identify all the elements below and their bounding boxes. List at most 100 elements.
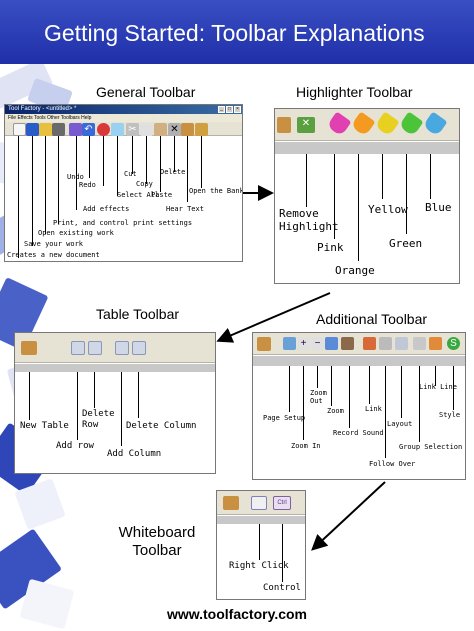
print-label: Print, and control print settings [53, 219, 193, 227]
delete-row-icon[interactable] [88, 341, 102, 355]
additional-toolbar-panel: + − S Page Setup Zoom In Zoom Out Zoom R… [252, 332, 466, 480]
bank-icon[interactable] [257, 337, 271, 351]
undo-label: Undo [67, 173, 84, 181]
highlighter-toolbar-strip: ✕ [275, 109, 459, 141]
new-document-icon[interactable] [13, 123, 26, 136]
blue-highlighter-icon[interactable] [422, 111, 448, 137]
record-sound-label: Record Sound [333, 429, 384, 437]
delete-column-label: Delete Column [126, 421, 197, 431]
zoom-out-label: Zoom Out [310, 389, 327, 405]
new-table-label: New Table [20, 421, 69, 431]
effects-icon[interactable] [69, 123, 82, 136]
orange-highlighter-icon[interactable] [350, 111, 376, 137]
toolbar-separator [275, 142, 459, 154]
delete-label: Delete [160, 168, 186, 176]
delete-row-label: Delete Row [82, 409, 115, 430]
maximize-icon[interactable]: □ [226, 106, 233, 113]
general-toolbar-title: General Toolbar [96, 84, 196, 100]
bank-icon[interactable] [195, 123, 208, 136]
style-icon[interactable]: S [447, 337, 460, 350]
bank-icon[interactable] [277, 117, 291, 133]
link-line-label: Link Line [419, 383, 457, 391]
add-column-icon[interactable] [115, 341, 129, 355]
app-window-title: Tool Factory - <untitled> * [5, 105, 242, 114]
green-highlighter-icon[interactable] [398, 111, 424, 137]
remove-highlight-icon[interactable]: ✕ [297, 117, 315, 133]
toolbar-separator [253, 356, 465, 366]
new-table-icon[interactable] [21, 341, 37, 355]
hear-text-icon[interactable] [181, 123, 194, 136]
open-label: Open existing work [38, 229, 114, 237]
footer-url[interactable]: www.toolfactory.com [166, 606, 307, 622]
copy-label: Copy [136, 180, 153, 188]
follow-over-icon[interactable] [379, 337, 392, 350]
general-toolbar-strip: ↶ ✂ ✕ [5, 122, 242, 136]
add-row-icon[interactable] [71, 341, 85, 355]
layout-label: Layout [387, 420, 413, 428]
control-label: Control [263, 583, 301, 593]
pink-label: Pink [317, 241, 344, 254]
follow-over-label: Follow Over [369, 460, 416, 468]
page-setup-icon[interactable] [283, 337, 296, 350]
group-selection-icon[interactable] [413, 337, 426, 350]
open-folder-icon[interactable] [39, 123, 52, 136]
save-icon[interactable] [26, 123, 39, 136]
zoom-label: Zoom [327, 407, 344, 415]
whiteboard-toolbar-panel: Ctrl Right Click Control [216, 490, 306, 600]
layout-icon[interactable] [395, 337, 408, 350]
link-label: Link [365, 405, 382, 413]
control-key-icon[interactable]: Ctrl [273, 496, 291, 510]
additional-toolbar-strip: + − S [253, 333, 465, 355]
group-selection-label: Group Selection [399, 443, 463, 451]
bank-icon[interactable] [223, 496, 239, 510]
link-line-icon[interactable] [429, 337, 442, 350]
ctrl-key-text: Ctrl [277, 500, 287, 506]
redo-icon[interactable] [97, 123, 110, 136]
orange-label: Orange [335, 264, 375, 277]
yellow-highlighter-icon[interactable] [374, 111, 400, 137]
style-label: Style [439, 411, 461, 419]
table-toolbar-panel: New Table Add row Delete Row Add Column … [14, 332, 216, 474]
hear-text-label: Hear Text [166, 205, 204, 213]
blue-label: Blue [425, 201, 452, 214]
table-toolbar-strip [15, 333, 215, 363]
zoom-out-icon[interactable]: − [311, 337, 324, 350]
print-icon[interactable] [52, 123, 65, 136]
page-setup-label: Page Setup [263, 414, 306, 422]
pink-highlighter-icon[interactable] [326, 111, 352, 137]
paste-label: Paste [151, 191, 173, 199]
general-toolbar-panel: Tool Factory - <untitled> * _ □ × File E… [4, 104, 243, 262]
add-row-label: Add row [56, 441, 94, 451]
app-menu-bar[interactable]: File Effects Tools Other Toolbars Help [5, 114, 242, 122]
right-click-mouse-icon[interactable] [251, 496, 267, 510]
zoom-in-icon[interactable]: + [297, 337, 310, 350]
whiteboard-toolbar-strip: Ctrl [217, 491, 305, 515]
open-bank-label: Open the Bank [189, 187, 243, 195]
select-all-label: Select All [117, 191, 160, 199]
delete-column-icon[interactable] [132, 341, 146, 355]
toolbar-separator [15, 364, 215, 372]
copy-icon[interactable] [140, 123, 153, 136]
table-toolbar-title: Table Toolbar [96, 306, 180, 322]
select-all-icon[interactable] [111, 123, 124, 136]
effects-label: Add effects [83, 205, 130, 213]
zoom-icon[interactable] [325, 337, 338, 350]
right-click-label: Right Click [229, 561, 289, 571]
create-doc-label: Creates a new document [7, 251, 100, 259]
remove-highlight-label: Remove Highlight [279, 207, 339, 233]
cut-icon[interactable]: ✂ [126, 123, 139, 136]
whiteboard-toolbar-title: Whiteboard Toolbar [118, 524, 196, 559]
undo-icon[interactable]: ↶ [82, 123, 95, 136]
paste-icon[interactable] [154, 123, 167, 136]
toolbar-separator [217, 516, 305, 524]
yellow-label: Yellow [368, 203, 408, 216]
window-controls: _ □ × [218, 106, 241, 113]
green-label: Green [389, 237, 423, 250]
close-icon[interactable]: × [234, 106, 241, 113]
delete-icon[interactable]: ✕ [168, 123, 181, 136]
highlighter-toolbar-title: Highlighter Toolbar [296, 84, 413, 100]
record-sound-icon[interactable] [341, 337, 354, 350]
minimize-icon[interactable]: _ [218, 106, 225, 113]
link-icon[interactable] [363, 337, 376, 350]
